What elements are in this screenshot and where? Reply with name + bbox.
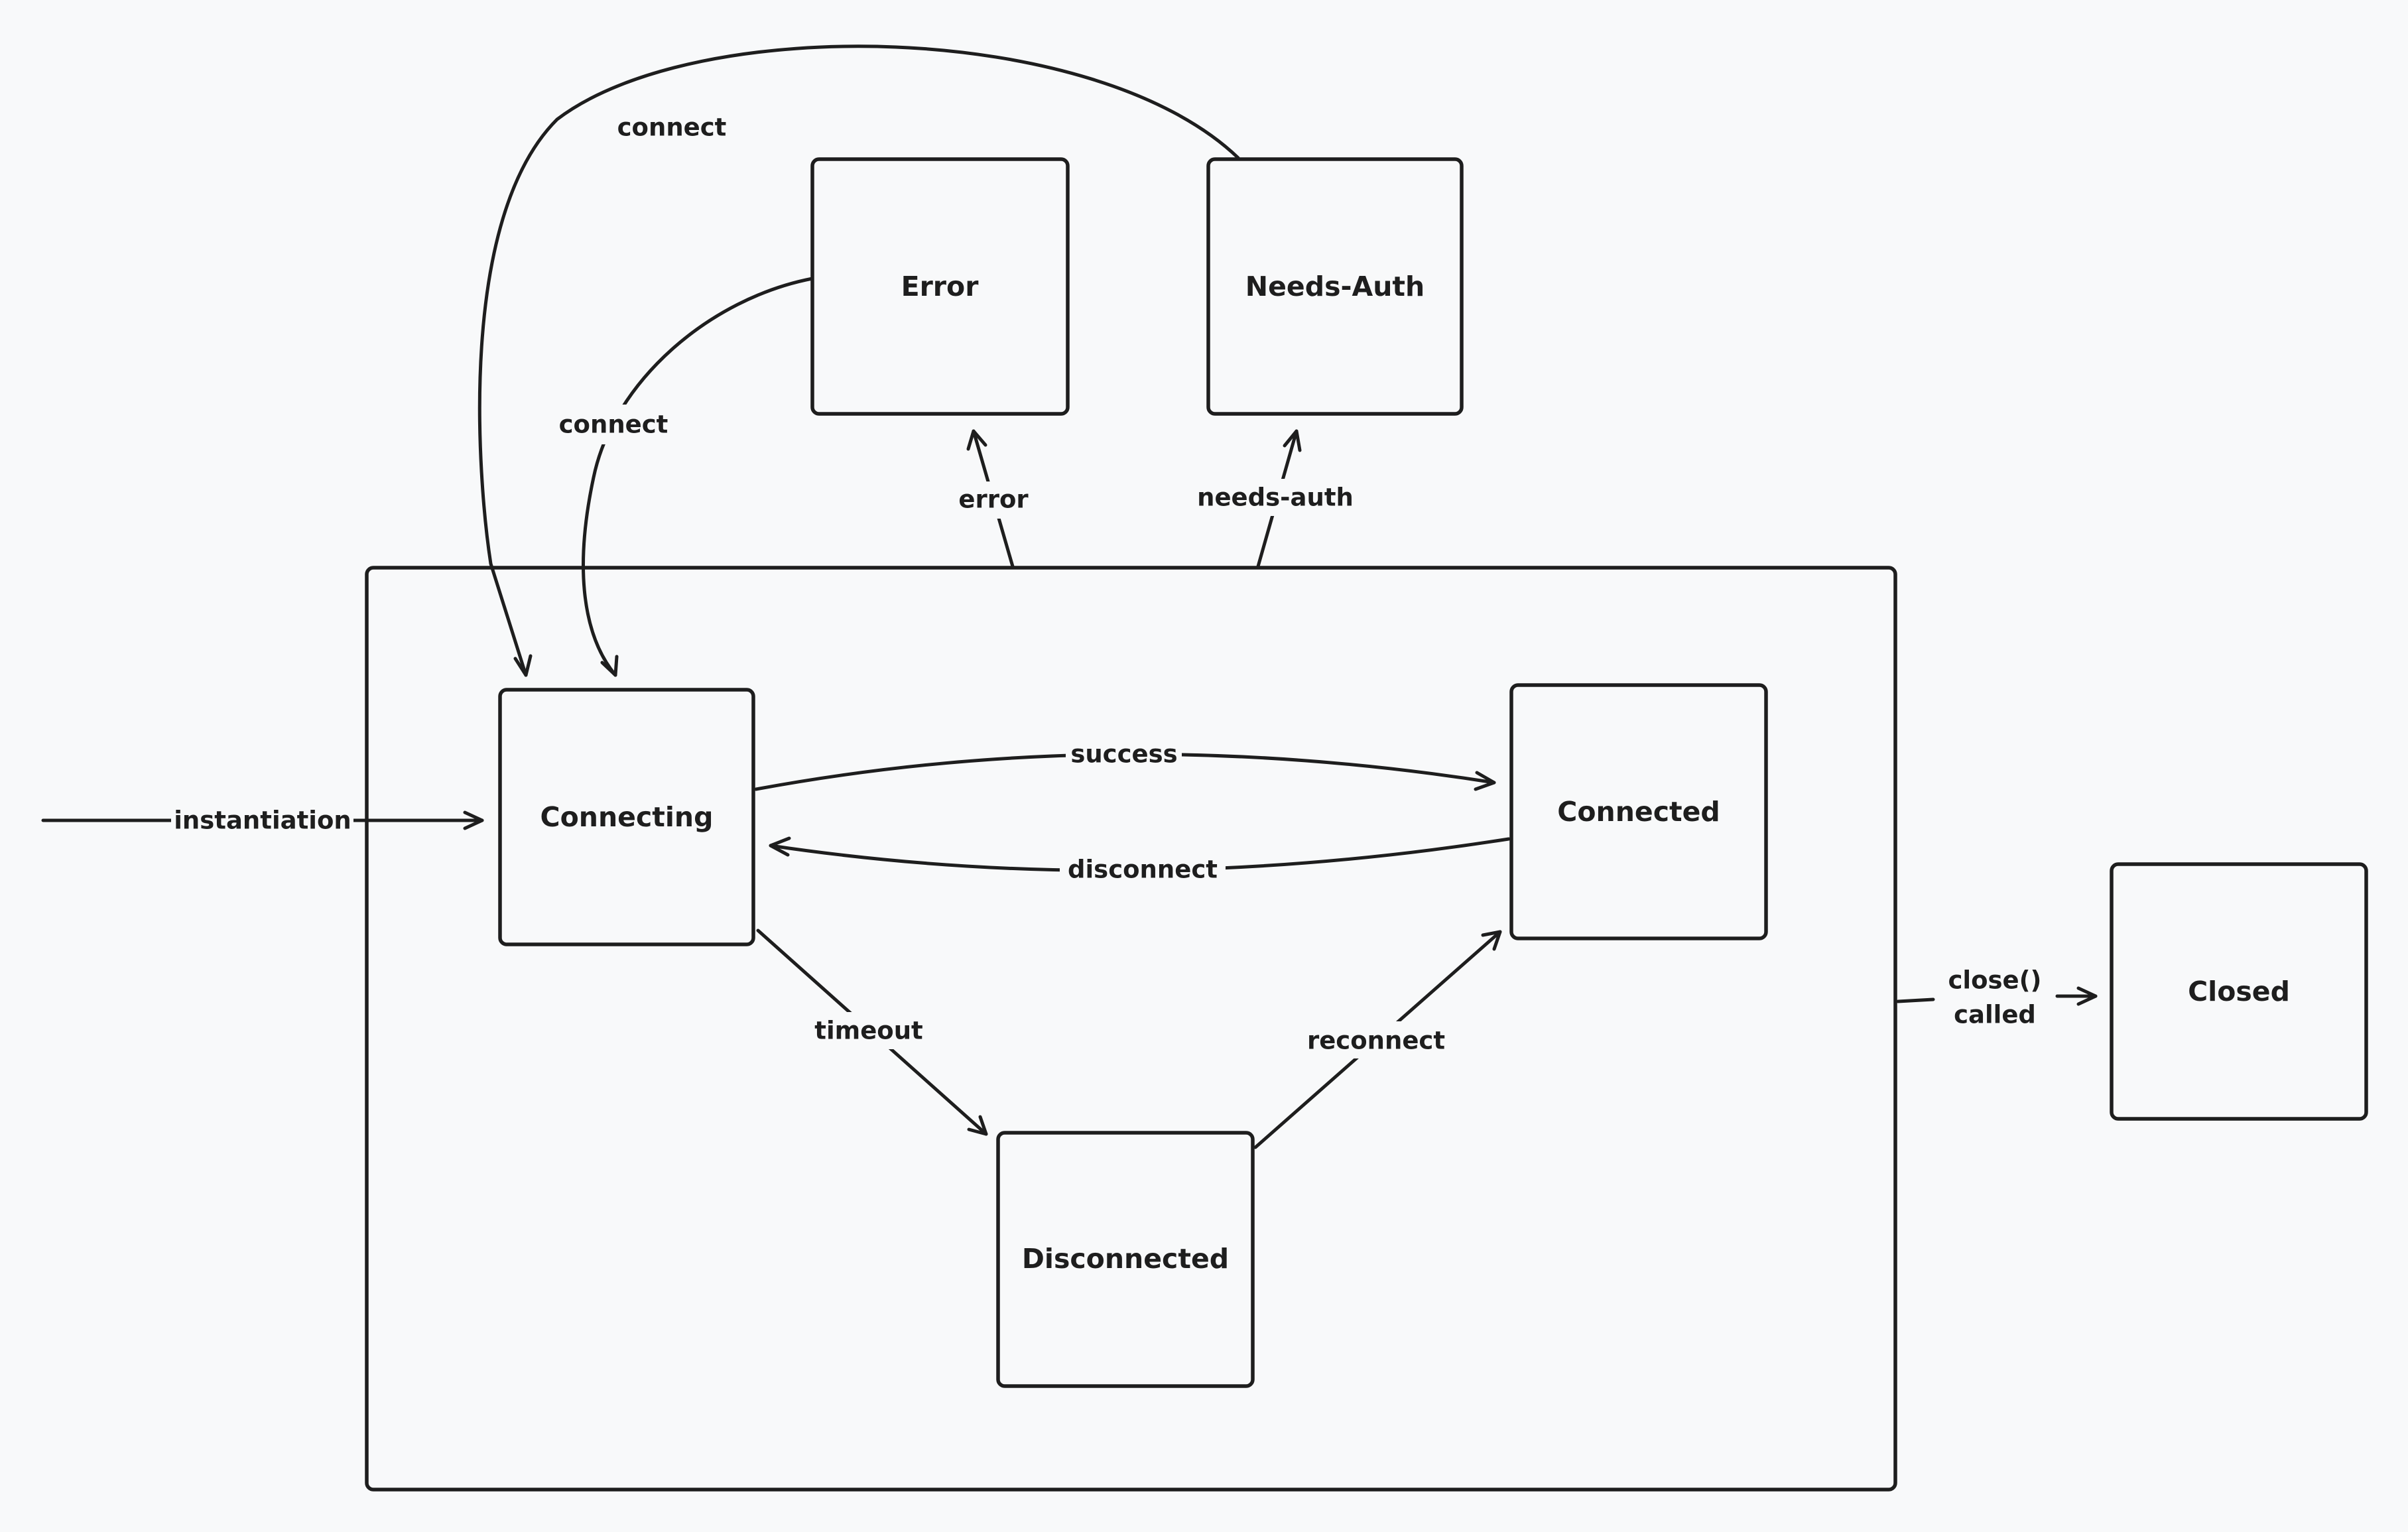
label-bg-connect-inner: [554, 405, 673, 444]
arrowhead-disconnect: [769, 836, 791, 857]
node-label-connected: Connected: [1557, 796, 1720, 828]
arrowhead-needs-auth: [1283, 429, 1302, 452]
arrowhead-connect-from-needs-auth: [513, 654, 533, 677]
label-bg-success: [1066, 735, 1182, 773]
node-error: Error: [810, 157, 1070, 416]
label-bg-disconnect: [1060, 850, 1226, 889]
edge-label-connect-inner: connect: [559, 411, 668, 439]
node-label-needs-auth: Needs-Auth: [1245, 271, 1425, 302]
arrowhead-reconnect: [1481, 930, 1502, 951]
edge-label-success: success: [1070, 740, 1177, 769]
edge-label-needs-auth: needs-auth: [1197, 483, 1354, 512]
label-bg-needs-auth: [1187, 479, 1363, 516]
edge-connect-from-needs-auth: [477, 44, 1240, 677]
node-label-disconnected: Disconnected: [1022, 1243, 1229, 1275]
node-label-closed: Closed: [2188, 976, 2290, 1007]
arrowhead-success: [1474, 771, 1496, 791]
edge-label-close-line1: close(): [1948, 966, 2042, 995]
arrowhead-close-called: [2076, 986, 2098, 1006]
edge-label-instantiation: instantiation: [174, 806, 351, 835]
label-bg-instantiation: [171, 800, 353, 840]
node-label-error: Error: [901, 271, 980, 302]
edge-close-called: [1896, 997, 1935, 1003]
edge-label-disconnect: disconnect: [1068, 856, 1218, 884]
edge-label-close-line2: called: [1954, 1001, 2036, 1029]
arrowhead-error: [966, 429, 987, 451]
label-bg-reconnect: [1299, 1021, 1454, 1058]
node-needs-auth: Needs-Auth: [1206, 157, 1464, 416]
node-connecting: Connecting: [498, 688, 755, 946]
label-bg-connect-outer: [613, 107, 729, 147]
label-bg-timeout: [809, 1012, 928, 1049]
active-states-group: [365, 566, 1897, 1492]
node-disconnected: Disconnected: [996, 1131, 1255, 1388]
arrowhead-connect-from-error: [600, 655, 619, 677]
edge-label-error: error: [958, 485, 1029, 514]
edge-label-connect-outer: connect: [617, 113, 727, 142]
arrowhead-timeout: [967, 1115, 988, 1136]
label-bg-error: [947, 481, 1040, 519]
edge-label-reconnect: reconnect: [1307, 1027, 1445, 1055]
edge-label-timeout: timeout: [814, 1017, 922, 1045]
edge-connect-from-error: [582, 277, 814, 677]
node-closed: Closed: [2110, 862, 2368, 1121]
arrowhead-instantiation: [463, 810, 484, 830]
node-connected: Connected: [1509, 683, 1768, 940]
node-label-connecting: Connecting: [540, 801, 714, 833]
